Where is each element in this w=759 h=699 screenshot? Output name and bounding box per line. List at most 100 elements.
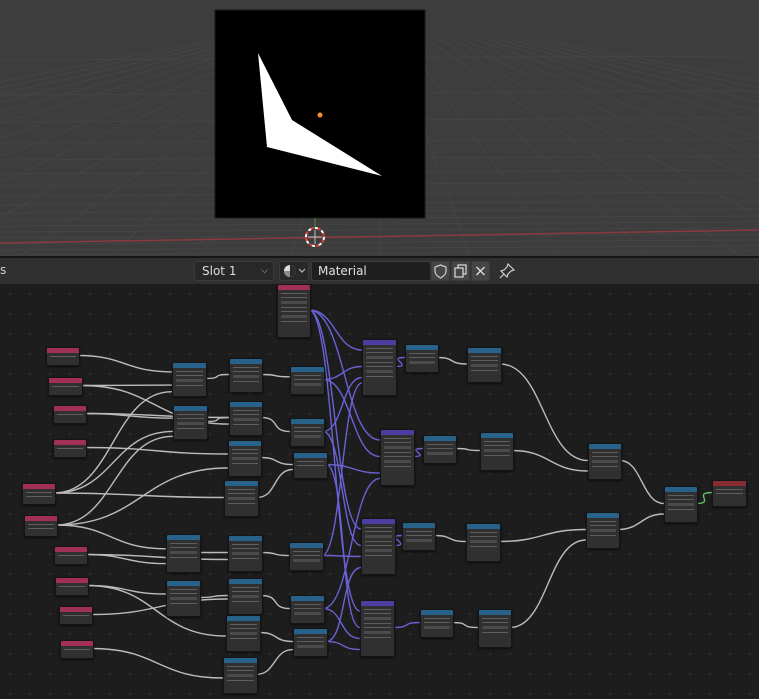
vector-math-node[interactable] <box>380 429 415 486</box>
node-header[interactable] <box>60 607 92 612</box>
node-header[interactable] <box>56 578 88 583</box>
node-header[interactable] <box>47 348 79 353</box>
math-node[interactable] <box>467 347 502 383</box>
math-node[interactable] <box>173 405 208 440</box>
node-header[interactable] <box>481 433 513 438</box>
node-header[interactable] <box>468 348 501 353</box>
node-header[interactable] <box>713 481 746 486</box>
vector-math-node[interactable] <box>362 339 397 396</box>
node-header[interactable] <box>25 516 57 521</box>
fake-user-button[interactable] <box>431 261 450 281</box>
math-node[interactable] <box>405 344 439 373</box>
vector-math-node[interactable] <box>360 600 395 657</box>
node-header[interactable] <box>227 616 260 621</box>
node-header[interactable] <box>421 610 453 615</box>
math-node[interactable] <box>228 440 262 477</box>
math-node[interactable] <box>228 535 263 572</box>
node-header[interactable] <box>406 345 438 350</box>
input-node[interactable] <box>24 515 58 537</box>
math-node[interactable] <box>228 578 263 615</box>
math-node[interactable] <box>402 522 436 551</box>
node-header[interactable] <box>54 406 86 411</box>
input-node[interactable] <box>277 284 311 338</box>
math-node[interactable] <box>229 401 263 436</box>
math-node[interactable] <box>224 480 259 517</box>
node-header[interactable] <box>230 402 262 407</box>
input-node[interactable] <box>54 546 88 565</box>
math-node[interactable] <box>466 523 501 562</box>
input-node[interactable] <box>55 577 89 596</box>
node-header[interactable] <box>361 601 394 606</box>
math-node[interactable] <box>166 580 201 617</box>
node-header[interactable] <box>167 535 200 540</box>
math-node[interactable] <box>420 609 454 638</box>
node-header[interactable] <box>229 441 261 446</box>
node-header[interactable] <box>229 536 262 541</box>
unlink-material-button[interactable] <box>471 261 490 281</box>
math-node[interactable] <box>290 418 325 447</box>
math-node[interactable] <box>478 609 512 648</box>
material-browse-button[interactable] <box>279 261 309 281</box>
input-node[interactable] <box>60 640 94 659</box>
node-header[interactable] <box>403 523 435 528</box>
node-header[interactable] <box>294 629 327 634</box>
node-header[interactable] <box>424 436 456 441</box>
node-header[interactable] <box>229 579 262 584</box>
vector-math-node[interactable] <box>361 518 396 575</box>
node-header[interactable] <box>290 543 323 548</box>
node-header[interactable] <box>291 419 324 424</box>
math-node[interactable] <box>290 366 325 395</box>
math-node[interactable] <box>588 443 622 480</box>
duplicate-material-button[interactable] <box>451 261 470 281</box>
viewport-canvas[interactable] <box>0 0 759 256</box>
math-node[interactable] <box>664 486 698 523</box>
node-header[interactable] <box>363 340 396 345</box>
shader-node-editor[interactable] <box>0 284 759 699</box>
node-header[interactable] <box>167 581 200 586</box>
node-header[interactable] <box>589 444 621 449</box>
white-shape-object[interactable] <box>258 53 382 176</box>
node-header[interactable] <box>49 378 82 383</box>
3d-cursor-icon[interactable] <box>305 227 325 247</box>
math-node[interactable] <box>229 358 263 393</box>
node-header[interactable] <box>224 658 257 663</box>
math-node[interactable] <box>172 362 207 397</box>
pin-button[interactable] <box>497 261 517 281</box>
node-header[interactable] <box>665 487 697 492</box>
math-node[interactable] <box>586 512 620 549</box>
node-header[interactable] <box>23 484 55 489</box>
math-node[interactable] <box>226 615 261 652</box>
math-node[interactable] <box>423 435 457 464</box>
input-node[interactable] <box>48 377 83 396</box>
node-header[interactable] <box>173 363 206 368</box>
node-header[interactable] <box>381 430 414 435</box>
math-node[interactable] <box>480 432 514 471</box>
math-node[interactable] <box>223 657 258 694</box>
input-node[interactable] <box>53 405 87 424</box>
node-header[interactable] <box>61 641 93 646</box>
material-output-node[interactable] <box>712 480 747 507</box>
math-node[interactable] <box>293 452 328 479</box>
node-header[interactable] <box>587 513 619 518</box>
input-node[interactable] <box>53 439 87 458</box>
node-header[interactable] <box>291 367 324 372</box>
node-header[interactable] <box>479 610 511 615</box>
node-header[interactable] <box>230 359 262 364</box>
node-header[interactable] <box>362 519 395 524</box>
node-header[interactable] <box>174 406 207 411</box>
input-node[interactable] <box>22 483 56 505</box>
material-name-field[interactable]: Material <box>311 261 431 281</box>
node-header[interactable] <box>294 453 327 458</box>
node-header[interactable] <box>278 285 310 290</box>
math-node[interactable] <box>293 628 328 657</box>
input-node[interactable] <box>46 347 80 366</box>
node-header[interactable] <box>467 524 500 529</box>
node-header[interactable] <box>54 440 86 445</box>
node-header[interactable] <box>291 596 324 601</box>
area-divider[interactable] <box>0 256 759 258</box>
3d-viewport[interactable] <box>0 0 759 256</box>
input-node[interactable] <box>59 606 93 625</box>
node-header[interactable] <box>55 547 87 552</box>
material-slot-dropdown[interactable]: Slot 1 ⌵ <box>194 261 274 281</box>
node-header[interactable] <box>225 481 258 486</box>
